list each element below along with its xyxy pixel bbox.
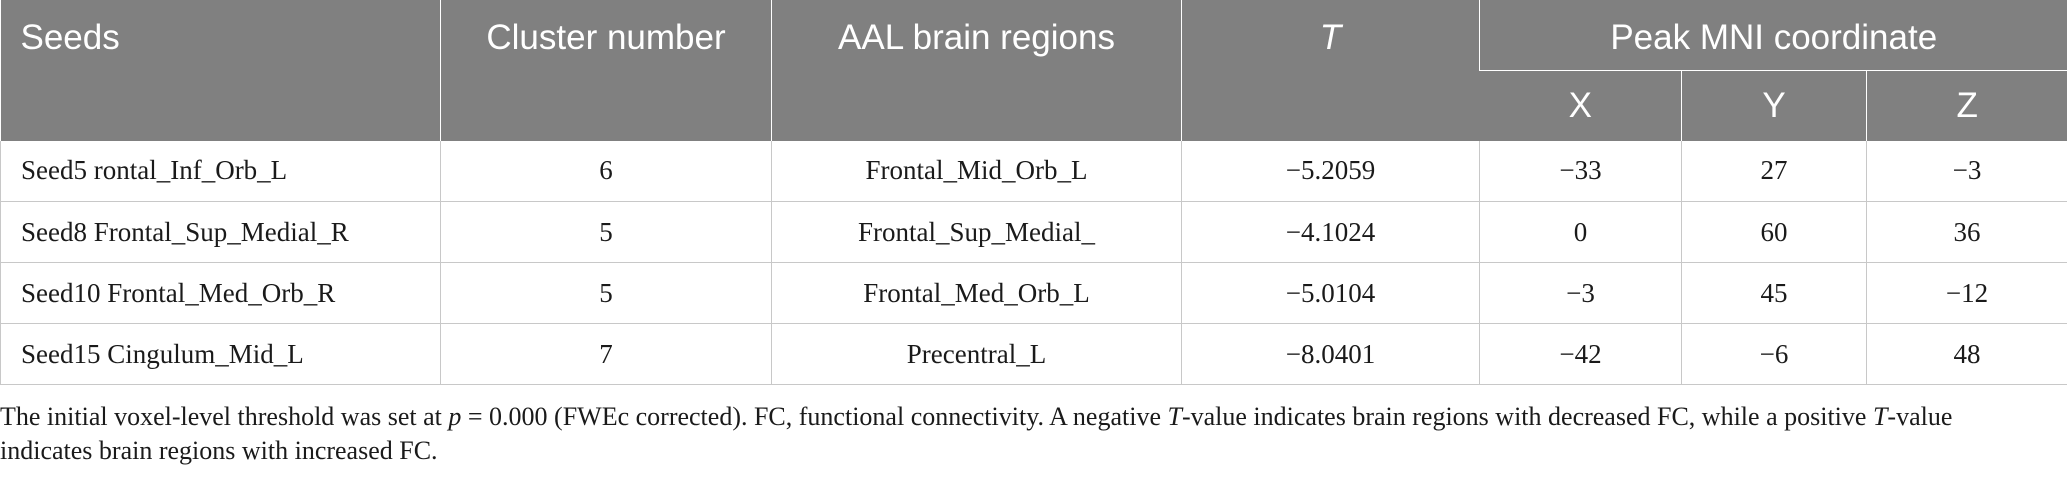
cell-z: −3 (1866, 140, 2067, 202)
note-text-2: = 0.000 (FWEc corrected). FC, functional… (461, 402, 1168, 431)
cell-seed: Seed15 Cingulum_Mid_L (0, 323, 441, 385)
cell-cluster: 6 (440, 140, 772, 202)
note-p-italic: p (448, 402, 462, 431)
header-cluster-number: Cluster number (440, 0, 772, 141)
cell-x: −42 (1479, 323, 1682, 385)
cell-y: 27 (1681, 140, 1867, 202)
table-footnote: The initial voxel-level threshold was se… (0, 400, 2030, 468)
cell-cluster: 5 (440, 262, 772, 324)
header-seeds: Seeds (0, 0, 441, 141)
header-z: Z (1866, 69, 2067, 141)
cell-z: 36 (1866, 201, 2067, 263)
cell-region: Frontal_Med_Orb_L (771, 262, 1182, 324)
cell-y: −6 (1681, 323, 1867, 385)
table-row: Seed15 Cingulum_Mid_L 7 Precentral_L −8.… (0, 323, 2067, 385)
table-header: Seeds Cluster number AAL brain regions T… (0, 0, 2067, 141)
header-peak-mni: Peak MNI coordinate (1479, 0, 2067, 70)
cell-x: −3 (1479, 262, 1682, 324)
cell-region: Frontal_Sup_Medial_ (771, 201, 1182, 263)
cell-cluster: 5 (440, 201, 772, 263)
header-x: X (1479, 69, 1682, 141)
table-row: Seed5 rontal_Inf_Orb_L 6 Frontal_Mid_Orb… (0, 140, 2067, 202)
cell-y: 60 (1681, 201, 1867, 263)
cell-region: Precentral_L (771, 323, 1182, 385)
cell-t: −8.0401 (1181, 323, 1480, 385)
note-t-italic-2: T (1872, 402, 1888, 431)
cell-y: 45 (1681, 262, 1867, 324)
cell-region: Frontal_Mid_Orb_L (771, 140, 1182, 202)
header-y: Y (1681, 69, 1867, 141)
cell-z: 48 (1866, 323, 2067, 385)
header-t: T (1181, 0, 1480, 141)
table-body: Seed5 rontal_Inf_Orb_L 6 Frontal_Mid_Orb… (0, 140, 2067, 385)
cell-seed: Seed8 Frontal_Sup_Medial_R (0, 201, 441, 263)
cell-t: −4.1024 (1181, 201, 1480, 263)
header-aal-regions: AAL brain regions (771, 0, 1182, 141)
cell-seed: Seed10 Frontal_Med_Orb_R (0, 262, 441, 324)
cell-x: 0 (1479, 201, 1682, 263)
cell-z: −12 (1866, 262, 2067, 324)
note-text-3: -value indicates brain regions with decr… (1181, 402, 1873, 431)
table-row: Seed10 Frontal_Med_Orb_R 5 Frontal_Med_O… (0, 262, 2067, 324)
cell-x: −33 (1479, 140, 1682, 202)
note-text-4: -value indicates brain regions with incr… (0, 402, 1953, 465)
cell-cluster: 7 (440, 323, 772, 385)
note-text-1: The initial voxel-level threshold was se… (0, 402, 449, 431)
cell-t: −5.2059 (1181, 140, 1480, 202)
cell-seed: Seed5 rontal_Inf_Orb_L (0, 140, 441, 202)
cell-t: −5.0104 (1181, 262, 1480, 324)
results-table: Seeds Cluster number AAL brain regions T… (0, 0, 2067, 385)
note-t-italic-1: T (1167, 402, 1182, 431)
table-row: Seed8 Frontal_Sup_Medial_R 5 Frontal_Sup… (0, 201, 2067, 263)
